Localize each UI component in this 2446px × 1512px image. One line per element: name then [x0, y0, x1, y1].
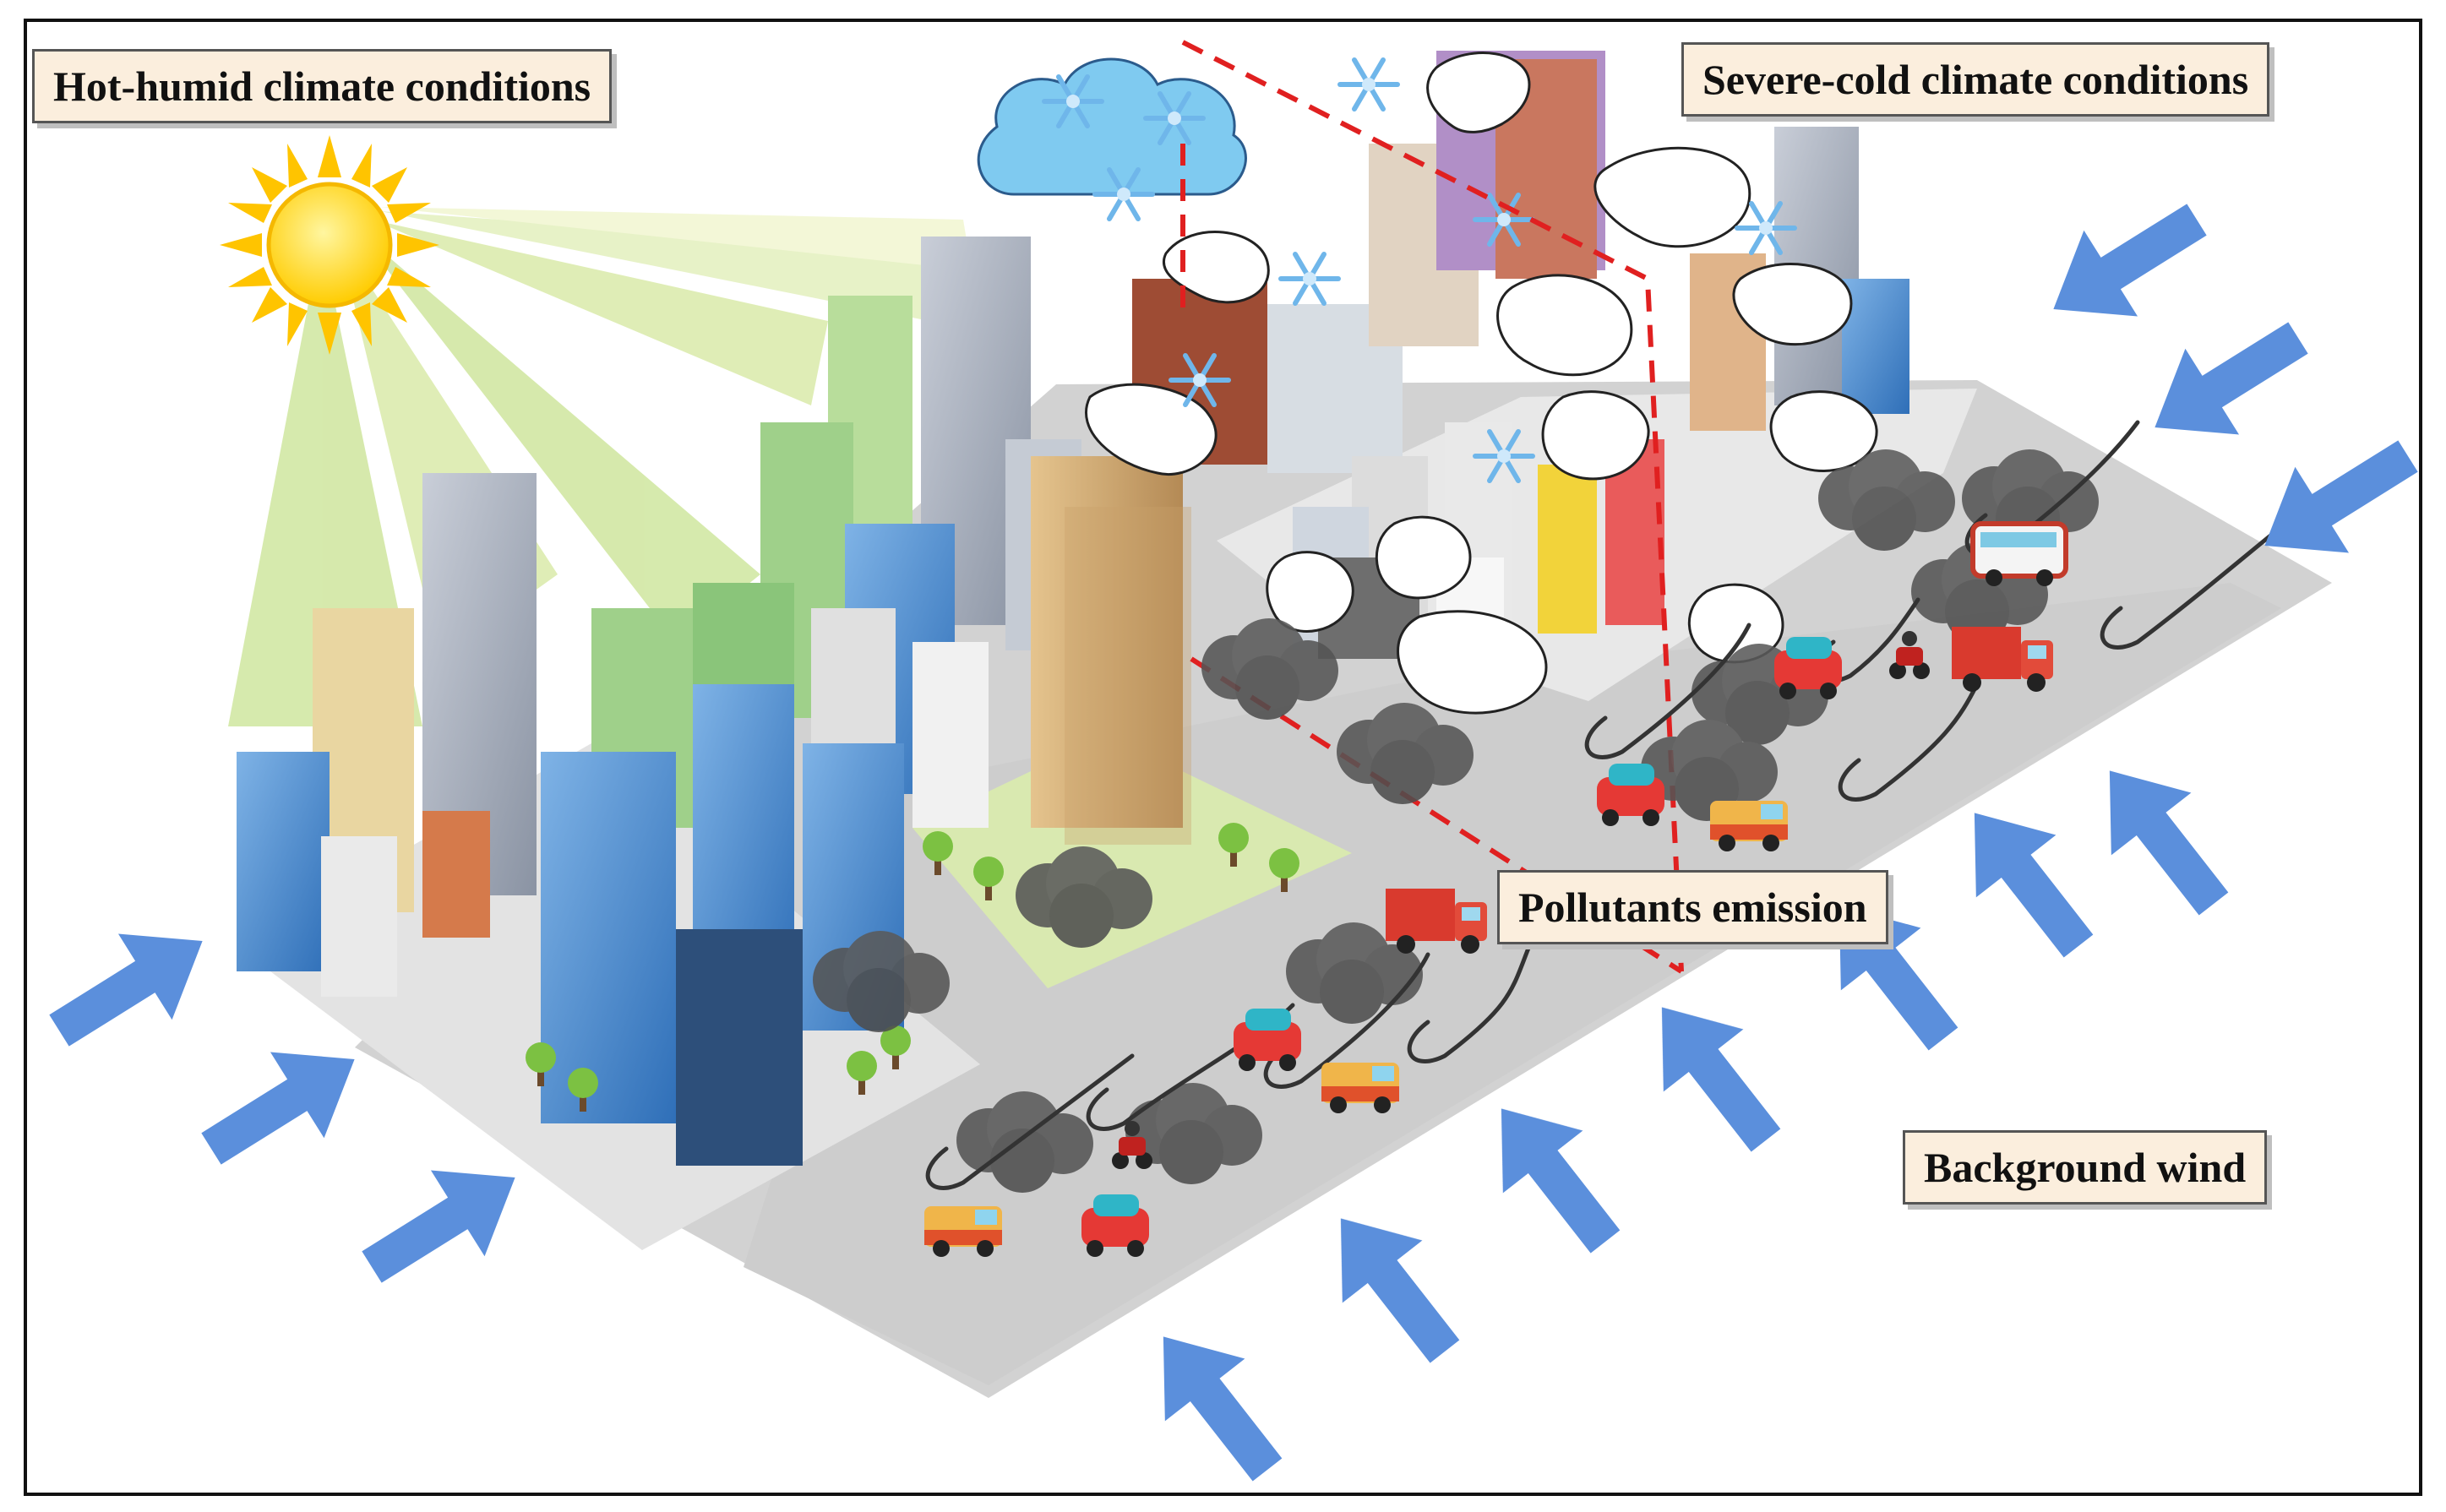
- building-icon: [321, 836, 397, 997]
- sun-rays: [228, 207, 980, 726]
- hot-humid-city: [237, 237, 1299, 1166]
- cloud-icon: [977, 57, 1247, 196]
- bus-icon: [1970, 521, 2068, 586]
- building-icon: [1842, 279, 1909, 414]
- hot-humid-label: Hot-humid climate conditions: [32, 49, 613, 123]
- building-icon: [912, 642, 989, 828]
- building-icon: [422, 811, 490, 938]
- motorbike-icon: [1112, 1121, 1152, 1169]
- building-icon: [1065, 507, 1191, 845]
- pollutants-label: Pollutants emission: [1497, 870, 1888, 944]
- snow-patches: [1084, 52, 1878, 715]
- climate-boundary: [1180, 40, 1684, 974]
- building-icon: [1031, 456, 1183, 828]
- sun-icon: [220, 135, 439, 355]
- park-block: [912, 735, 1352, 988]
- building-icon: [237, 752, 330, 971]
- motorbike-icon: [1889, 631, 1930, 679]
- building-icon: [676, 929, 803, 1166]
- wind-label: Background wind: [1903, 1130, 2268, 1205]
- building-icon: [541, 752, 676, 1123]
- building-icon: [1538, 465, 1597, 634]
- vehicles: [924, 521, 2068, 1257]
- severe-cold-label: Severe-cold climate conditions: [1681, 42, 2270, 117]
